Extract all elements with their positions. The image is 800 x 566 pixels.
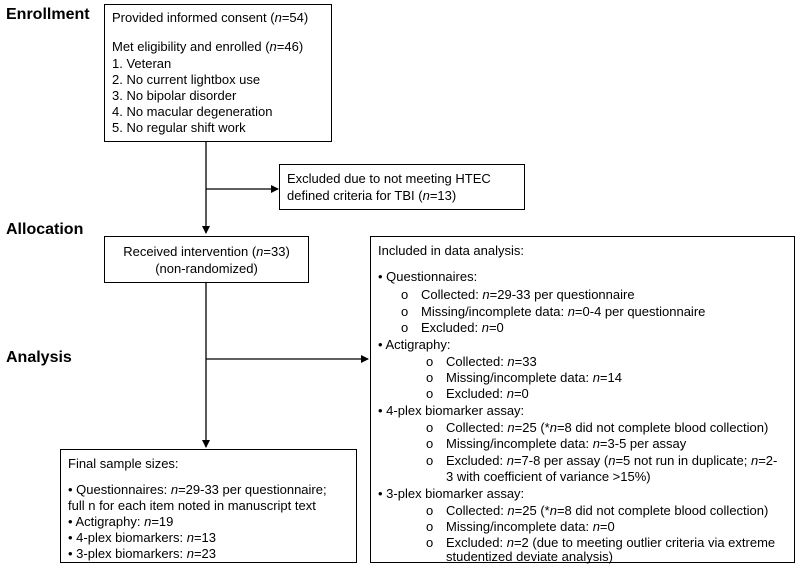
final-item: • Questionnaires: n=29-33 per questionna…: [68, 482, 327, 497]
excluded-line-2: defined criteria for TBI (n=13): [287, 188, 457, 203]
final-item-continuation: full n for each item noted in manuscript…: [68, 498, 316, 513]
final-item: • 3-plex biomarkers: n=23: [68, 546, 216, 561]
excluded-box: Excluded due to not meeting HTEC defined…: [279, 164, 525, 210]
group-label-questionnaires: • Questionnaires:: [378, 269, 478, 284]
analysis-title: Included in data analysis:: [378, 243, 524, 258]
final-sample-box: Final sample sizes: • Questionnaires: n=…: [60, 449, 357, 563]
criterion-item: 4. No macular degeneration: [112, 104, 273, 119]
consent-line: Provided informed consent (n=54): [112, 10, 309, 25]
final-title: Final sample sizes:: [68, 456, 179, 471]
criterion-item: 1. Veteran: [112, 56, 172, 71]
group-label-actigraphy: • Actigraphy:: [378, 337, 451, 352]
analysis-box: Included in data analysis: • Questionnai…: [370, 236, 795, 564]
analysis-item-continuation: studentized deviate analysis): [446, 549, 613, 564]
enrollment-box: Provided informed consent (n=54) Met eli…: [104, 4, 332, 142]
intervention-box: Received intervention (n=33) (non-random…: [104, 236, 309, 283]
group-label-4plex: • 4-plex biomarker assay:: [378, 403, 525, 418]
criterion-item: 3. No bipolar disorder: [112, 88, 237, 103]
excluded-line-1: Excluded due to not meeting HTEC: [287, 171, 491, 186]
intervention-line-2: (non-randomized): [155, 261, 258, 276]
stage-label-allocation: Allocation: [6, 221, 84, 238]
final-item: • Actigraphy: n=19: [68, 514, 174, 529]
group-label-3plex: • 3-plex biomarker assay:: [378, 486, 525, 501]
criterion-item: 2. No current lightbox use: [112, 72, 261, 87]
stage-label-analysis: Analysis: [6, 349, 72, 366]
intervention-line-1: Received intervention (n=33): [123, 244, 290, 259]
final-item: • 4-plex biomarkers: n=13: [68, 530, 216, 545]
analysis-item-continuation: 3 with coefficient of variance >15%): [446, 469, 651, 484]
criterion-item: 5. No regular shift work: [112, 120, 246, 135]
stage-label-enrollment: Enrollment: [6, 6, 90, 23]
eligibility-line: Met eligibility and enrolled (n=46): [112, 39, 304, 54]
